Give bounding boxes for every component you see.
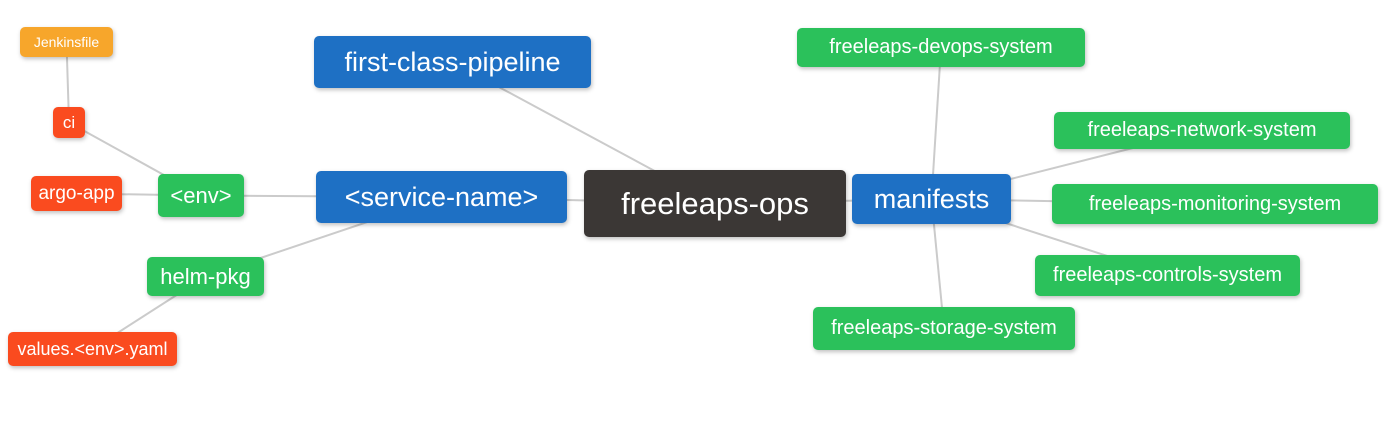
mindmap-node-freeleaps-storage-system[interactable]: freeleaps-storage-system	[813, 307, 1075, 350]
edge-manifests-to-freeleaps-devops-system	[930, 47, 942, 200]
mindmap-node-freeleaps-devops-system[interactable]: freeleaps-devops-system	[797, 28, 1085, 67]
mindmap-node-env[interactable]: <env>	[158, 174, 244, 217]
mindmap-node-values-env-yaml[interactable]: values.<env>.yaml	[8, 332, 177, 366]
mindmap-node-argo-app[interactable]: argo-app	[31, 176, 122, 211]
mindmap-node-freeleaps-monitoring-system[interactable]: freeleaps-monitoring-system	[1052, 184, 1378, 224]
mindmap-node-service-name[interactable]: <service-name>	[316, 171, 567, 223]
mindmap-node-ci[interactable]: ci	[53, 107, 85, 138]
mindmap-node-freeleaps-controls-system[interactable]: freeleaps-controls-system	[1035, 255, 1300, 296]
mindmap-node-helm-pkg[interactable]: helm-pkg	[147, 257, 264, 296]
mindmap-node-first-class-pipeline[interactable]: first-class-pipeline	[314, 36, 591, 88]
mindmap-node-jenkinsfile[interactable]: Jenkinsfile	[20, 27, 113, 57]
mindmap-node-freeleaps-ops[interactable]: freeleaps-ops	[584, 170, 846, 237]
mindmap-node-manifests[interactable]: manifests	[852, 174, 1011, 224]
mindmap-node-freeleaps-network-system[interactable]: freeleaps-network-system	[1054, 112, 1350, 149]
